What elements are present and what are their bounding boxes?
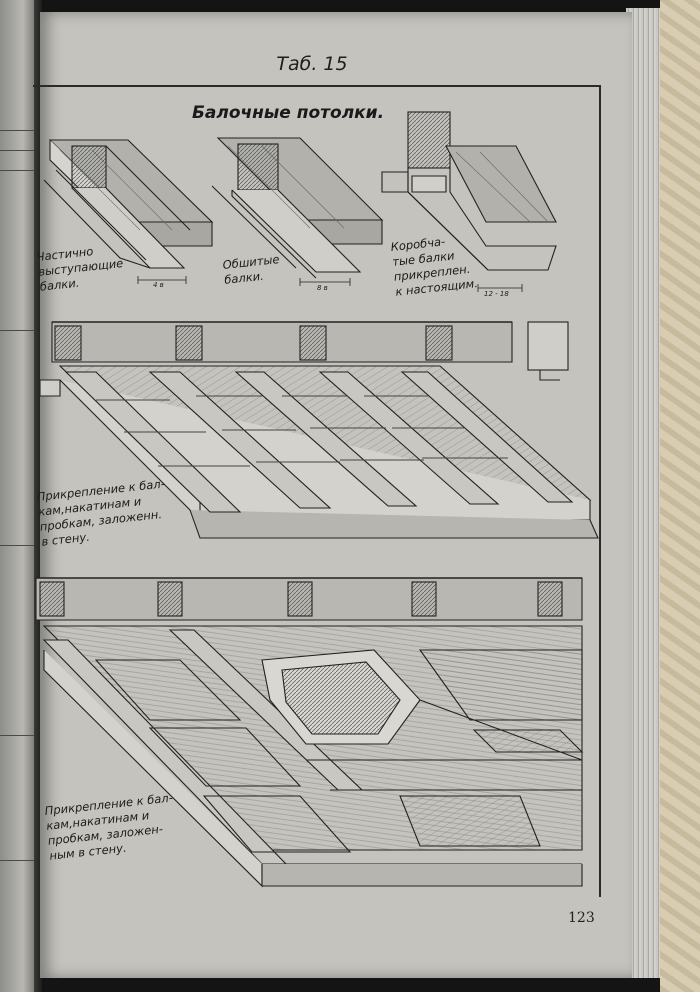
page-edges bbox=[626, 8, 664, 978]
left-page-line bbox=[0, 860, 34, 861]
plate-heading: Балочные потолки. bbox=[191, 103, 385, 123]
figure-ceiling-middle bbox=[39, 321, 599, 539]
caption-partial-beams: Частично выступающие балки. bbox=[36, 241, 126, 295]
figure-partial-beams bbox=[43, 139, 214, 284]
left-page-line bbox=[0, 330, 34, 331]
left-page-edge bbox=[0, 0, 38, 992]
left-page-line bbox=[0, 735, 34, 736]
table-label: Таб. 15 bbox=[276, 53, 348, 75]
left-page-line bbox=[0, 545, 34, 546]
figure-ceiling-bottom bbox=[35, 577, 584, 888]
page-number: 123 bbox=[568, 910, 595, 926]
figure-clad-beams bbox=[211, 137, 384, 286]
plate-frame bbox=[33, 85, 601, 897]
figure-box-beams bbox=[381, 111, 557, 292]
caption-box-beams: Коробча- тые балки прикреплен. к настоящ… bbox=[390, 231, 479, 299]
book-cover bbox=[660, 0, 700, 992]
left-page-line bbox=[0, 170, 34, 171]
book-spine bbox=[34, 0, 42, 992]
dimension-partial-beams: 4 в bbox=[153, 281, 164, 289]
dimension-clad-beams: 8 в bbox=[317, 284, 328, 292]
caption-clad-beams: Обшитые балки. bbox=[222, 252, 282, 288]
left-page-line bbox=[0, 130, 34, 131]
dimension-box-beams: 12 - 18 bbox=[484, 290, 509, 298]
left-page-line bbox=[0, 150, 34, 151]
